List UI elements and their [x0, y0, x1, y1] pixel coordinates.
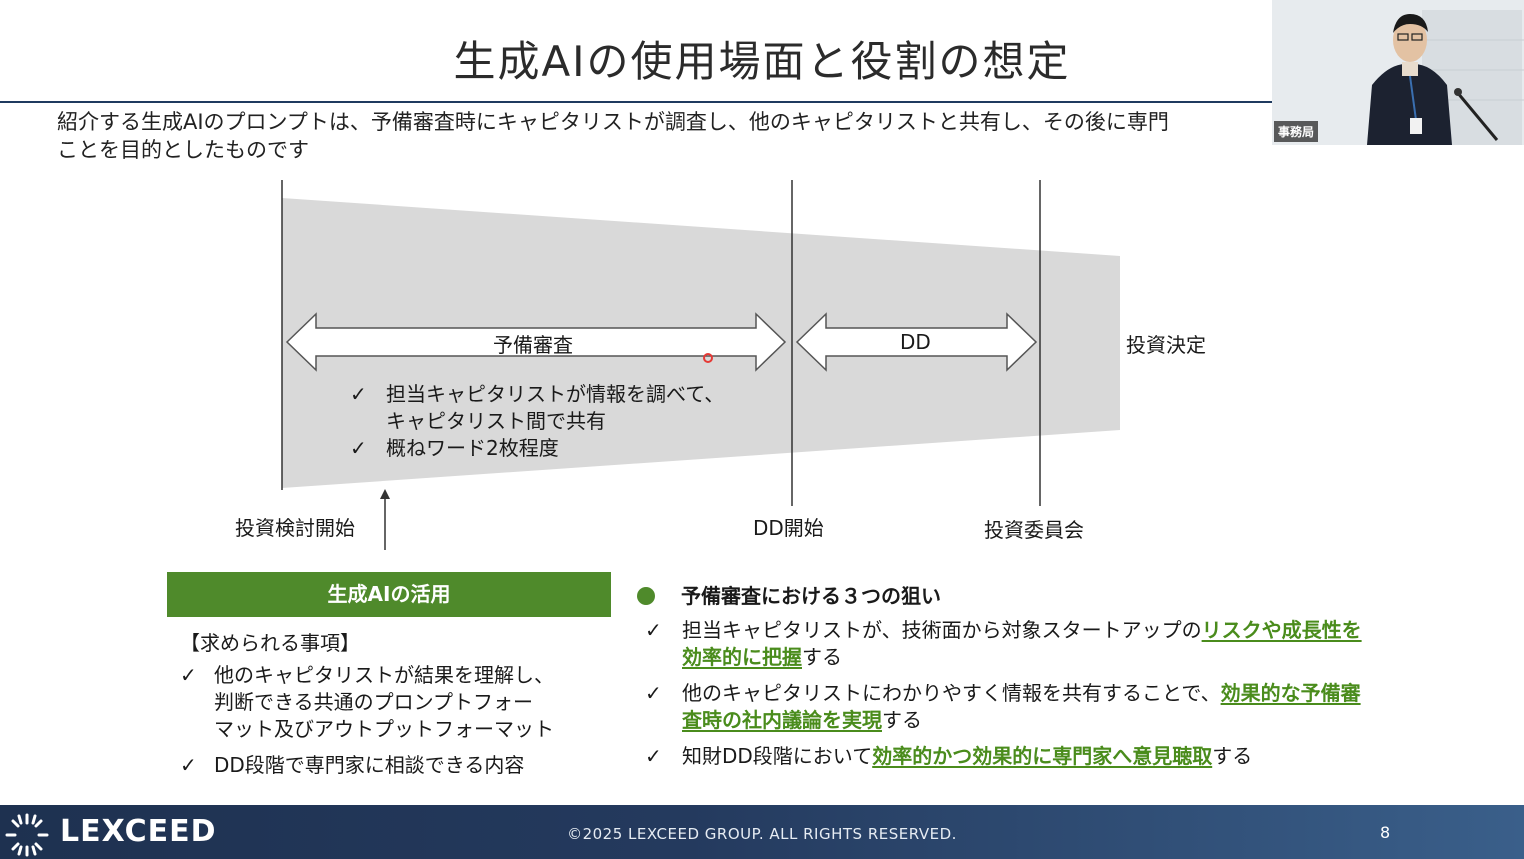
ai-usage-bar: 生成AIの活用 — [167, 572, 611, 617]
aim-2: ✓ 他のキャピタリストにわかりやすく情報を共有することで、効果的な予備審査時の社… — [645, 681, 1361, 732]
preliminary-arrow — [285, 312, 787, 372]
ai-pointer-head — [380, 489, 390, 499]
speaker-video-frame — [1272, 0, 1524, 145]
dd-label: DD — [900, 330, 931, 354]
bullet-dot-icon — [637, 587, 655, 605]
lexceed-logo-icon — [5, 813, 49, 857]
aim-3-highlight: 効率的かつ効果的に専門家へ意見聴取 — [872, 744, 1213, 768]
speaker-video[interactable] — [1272, 0, 1524, 145]
check-icon: ✓ — [350, 436, 367, 460]
intro-line-2: ことを目的としたものです — [57, 138, 309, 162]
check-icon: ✓ — [645, 681, 662, 705]
preliminary-label: 予備審査 — [493, 333, 573, 357]
intro-line-1: 紹介する生成AIのプロンプトは、予備審査時にキャピタリストが調査し、他のキャピタ… — [57, 110, 1169, 134]
decision-label: 投資決定 — [1126, 333, 1206, 357]
page-number: 8 — [1380, 823, 1391, 842]
check-icon: ✓ — [645, 618, 662, 642]
requirement-2: ✓ DD段階で専門家に相談できる内容 — [180, 753, 525, 777]
timeline-diagram — [281, 180, 1120, 550]
speaker-name-label: 事務局 — [1274, 121, 1319, 142]
milestone-committee: 投資委員会 — [984, 518, 1084, 542]
laser-pointer-dot — [703, 353, 713, 363]
footer-logo-text: LEXCEED — [60, 814, 217, 849]
footer-bar — [0, 805, 1524, 859]
slide-title: 生成AIの使用場面と役割の想定 — [453, 37, 1071, 86]
aim-2-highlight-2: 査時の社内議論を実現 — [682, 708, 882, 732]
check-icon: ✓ — [645, 744, 662, 768]
aim-1-highlight-2: 効率的に把握 — [682, 645, 802, 669]
milestone-dd-start: DD開始 — [753, 516, 824, 540]
dd-arrow — [795, 312, 1038, 372]
title-divider — [0, 101, 1272, 103]
aim-1: ✓ 担当キャピタリストが、技術面から対象スタートアップのリスクや成長性を効率的に… — [645, 618, 1362, 669]
aim-3: ✓ 知財DD段階において効率的かつ効果的に専門家へ意見聴取する — [645, 744, 1253, 768]
requirement-1: ✓ 他のキャピタリストが結果を理解し、 判断できる共通のプロンプトフォー マット… — [180, 663, 554, 741]
milestone-start: 投資検討開始 — [235, 516, 355, 540]
check-icon: ✓ — [180, 663, 197, 687]
aims-heading: 予備審査における３つの狙い — [637, 580, 941, 609]
requirements-heading: 【求められる事項】 — [180, 631, 360, 655]
aim-2-highlight: 効果的な予備審 — [1220, 681, 1361, 705]
check-icon: ✓ — [180, 753, 197, 777]
diagram-check-1: ✓担当キャピタリストが情報を調べて、 キャピタリスト間で共有 — [350, 382, 725, 433]
intro-text: 紹介する生成AIのプロンプトは、予備審査時にキャピタリストが調査し、他のキャピタ… — [57, 108, 1272, 164]
diagram-check-2: ✓概ねワード2枚程度 — [350, 436, 559, 460]
check-icon: ✓ — [350, 382, 367, 406]
copyright-text: ©2025 LEXCEED GROUP. ALL RIGHTS RESERVED… — [567, 825, 957, 843]
aim-1-highlight: リスクや成長性を — [1201, 618, 1362, 642]
